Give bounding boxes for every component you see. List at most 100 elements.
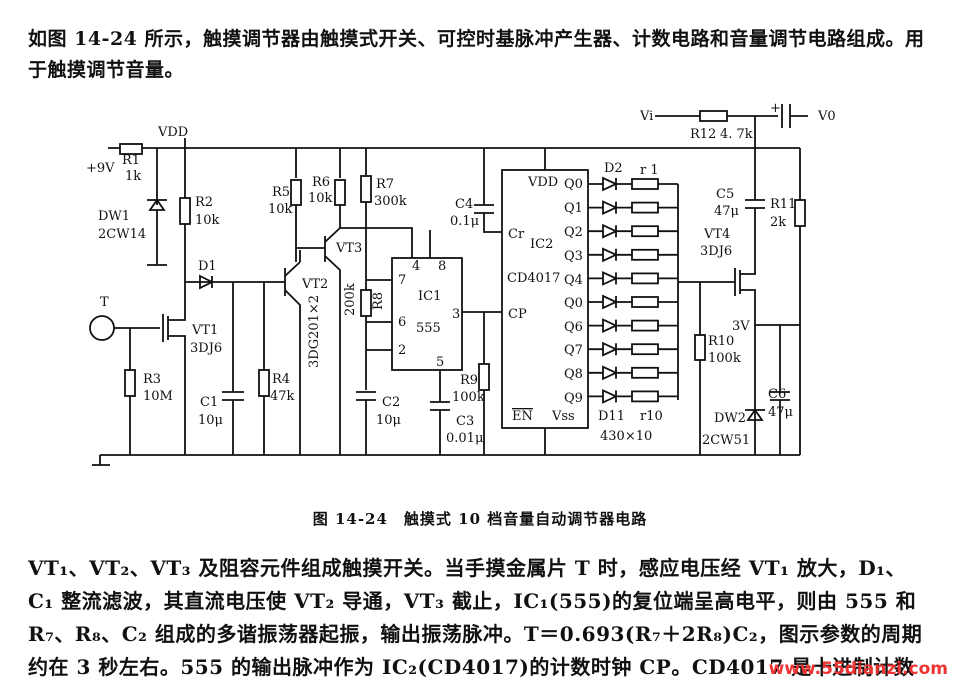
- label-p5: 5: [436, 355, 444, 370]
- label-r4: R4: [272, 372, 290, 387]
- label-r5: R5: [272, 185, 290, 200]
- label-d1: D1: [198, 259, 217, 274]
- label-ic2: IC2: [530, 237, 553, 252]
- label-r4v: 47k: [270, 389, 295, 404]
- label-r12: R12: [690, 127, 716, 142]
- label-q4: Q4: [564, 273, 583, 288]
- label-vt4: VT4: [703, 227, 730, 242]
- label-r7v: 300k: [374, 194, 407, 209]
- diode-resistor-row: [588, 294, 678, 310]
- label-vt1v: 3DJ6: [190, 341, 222, 356]
- resistor-r9: [478, 363, 490, 391]
- resistor-r11: [794, 199, 806, 227]
- resistor-r1: [119, 143, 143, 155]
- label-r10: R10: [708, 334, 734, 349]
- label-r8: R8: [371, 292, 386, 310]
- label-d2: D2: [604, 161, 623, 176]
- label-r6: R6: [312, 175, 330, 190]
- label-dw2: DW2: [714, 411, 746, 426]
- label-vt23v: 3DG201×2: [307, 295, 322, 368]
- diode-resistor-row: [588, 318, 678, 334]
- label-q9: Q9: [564, 391, 583, 406]
- ic1-555: [391, 257, 463, 371]
- resistor-r4: [258, 369, 270, 397]
- diode-resistor-row: [588, 270, 678, 286]
- ic2-cd4017: [501, 169, 589, 429]
- label-arr: 430×10: [600, 429, 652, 444]
- label-cd4017: CD4017: [507, 271, 560, 286]
- figure-caption: 图 14-24 触摸式 10 档音量自动调节器电路: [312, 510, 648, 528]
- label-c2: C2: [382, 395, 400, 410]
- label-c6: C6: [768, 387, 786, 402]
- label-p7: 7: [398, 273, 406, 288]
- label-r5v: 10k: [268, 202, 293, 217]
- label-ic1v: 555: [416, 321, 441, 336]
- label-c4v: 0.1μ: [450, 214, 479, 229]
- diode-resistor-row: [588, 341, 678, 357]
- label-en: EN: [512, 409, 533, 424]
- label-t: T: [100, 295, 109, 310]
- label-r3v: 10M: [143, 389, 173, 404]
- label-r3: R3: [143, 372, 161, 387]
- label-c4: C4: [455, 197, 473, 212]
- label-vss: Vss: [551, 409, 575, 424]
- label-c6v: 47μ: [768, 405, 793, 420]
- label-vdd: VDD: [157, 125, 188, 140]
- label-plus9v: +9V: [86, 161, 115, 176]
- label-p3: 3: [452, 307, 460, 322]
- label-dw1v: 2CW14: [98, 227, 146, 242]
- label-dw2v: 2CW51: [702, 433, 750, 448]
- label-vt3: VT3: [335, 241, 362, 256]
- label-c5: C5: [716, 187, 734, 202]
- diode-resistor-row: [588, 365, 678, 381]
- label-c2v: 10μ: [376, 413, 401, 428]
- label-r8v: 200k: [343, 283, 358, 316]
- label-c1v: 10μ: [198, 413, 223, 428]
- label-r11v: 2k: [770, 215, 786, 230]
- label-dw1: DW1: [98, 209, 130, 224]
- label-c1: C1: [200, 395, 218, 410]
- label-vdd2: VDD: [527, 175, 558, 190]
- label-vi: Vi: [639, 109, 653, 124]
- resistor-r7: [360, 175, 372, 203]
- label-r2: R2: [195, 195, 213, 210]
- label-r6v: 10k: [308, 191, 333, 206]
- resistor-r3: [124, 369, 136, 397]
- label-plus: +: [770, 101, 781, 116]
- label-c3: C3: [456, 414, 474, 429]
- label-r2v: 10k: [195, 213, 220, 228]
- watermark-text: www.55dianzi.com: [768, 659, 948, 679]
- label-q5: Q0: [564, 296, 583, 311]
- label-q2: Q2: [564, 225, 583, 240]
- label-q0: Q0: [564, 177, 583, 192]
- diode-resistor-row: [588, 200, 678, 216]
- resistor-r6: [334, 179, 346, 206]
- diode-resistor-row: [588, 223, 678, 239]
- label-vt2: VT2: [301, 277, 328, 292]
- label-r1: R1: [122, 153, 140, 168]
- diode-resistor-row: [588, 176, 678, 192]
- resistor-r12: [699, 110, 728, 122]
- label-vt4v: 3DJ6: [700, 244, 732, 259]
- label-p6: 6: [398, 315, 406, 330]
- label-q1: Q1: [564, 201, 583, 216]
- label-r12v: 4. 7k: [720, 127, 753, 142]
- diode-resistor-row: [588, 388, 678, 404]
- label-d11: D11: [598, 409, 625, 424]
- resistor-r10: [694, 334, 706, 361]
- label-cp: CP: [508, 307, 527, 322]
- label-q7: Q7: [564, 343, 583, 358]
- label-cr: Cr: [508, 227, 525, 242]
- label-q8: Q8: [564, 367, 583, 382]
- label-r10v: 100k: [708, 351, 741, 366]
- label-v3: 3V: [732, 319, 750, 334]
- label-vo: V0: [817, 109, 836, 124]
- label-r11: R11: [770, 197, 796, 212]
- label-rr1: r 1: [640, 163, 659, 178]
- label-r9: R9: [460, 373, 478, 388]
- label-ic1: IC1: [418, 289, 441, 304]
- label-vt1: VT1: [191, 323, 218, 338]
- diode-resistor-row: [588, 247, 678, 263]
- intro-paragraph: 如图 14-24 所示，触摸调节器由触摸式开关、可控时基脉冲产生器、计数电路和音…: [28, 28, 925, 81]
